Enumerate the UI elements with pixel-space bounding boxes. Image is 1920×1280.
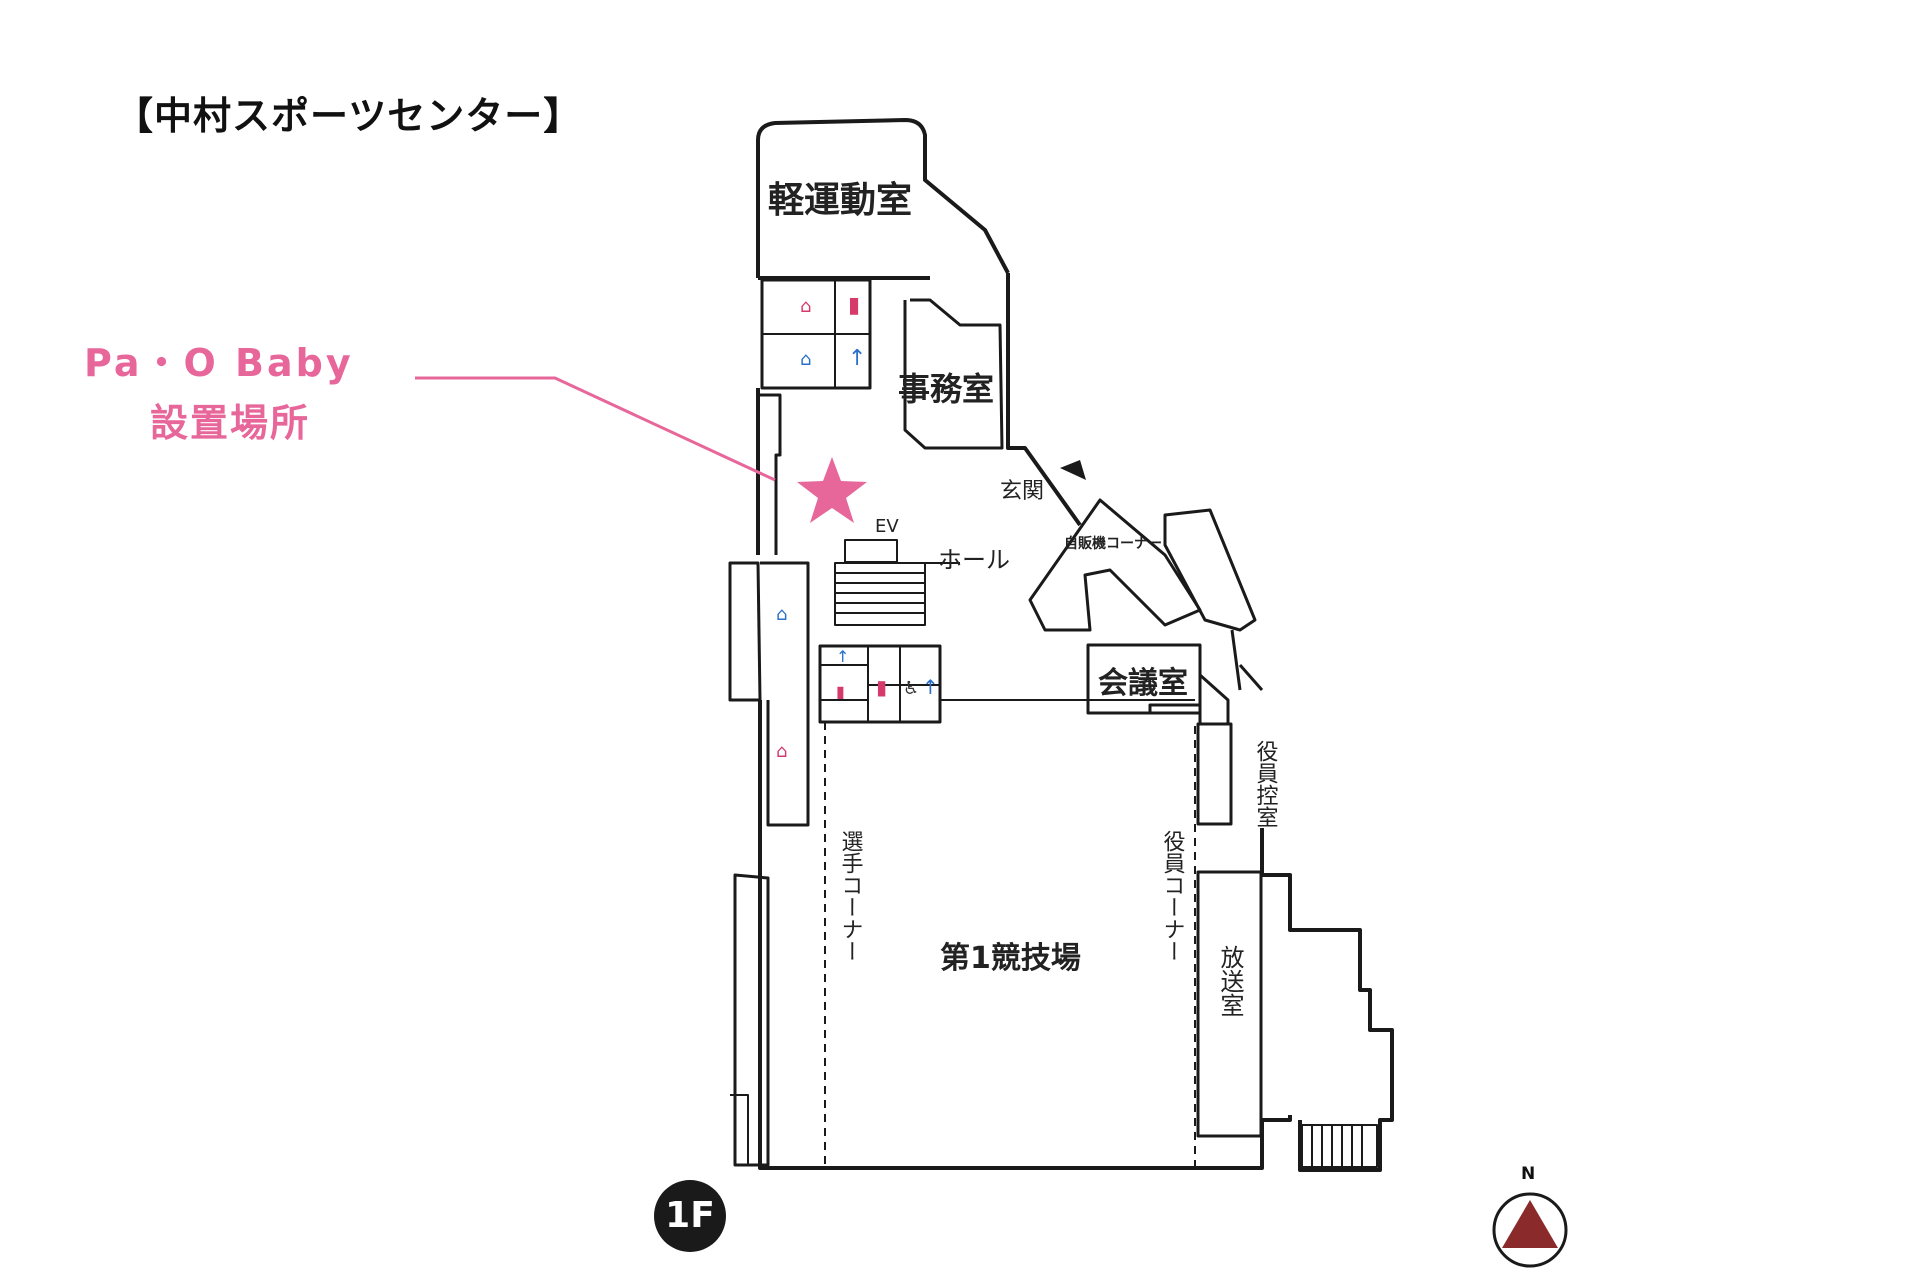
male-icon: ↑ (922, 675, 939, 699)
wall (730, 1094, 749, 1165)
wall-left-lower (733, 873, 770, 1167)
stairs (834, 562, 926, 626)
page-title: 【中村スポーツセンター】 (115, 94, 583, 138)
toilet-female-icon: ⌂ (776, 741, 787, 762)
wall-office (903, 298, 1004, 450)
room-officials-waiting: 役員控室 (1253, 740, 1279, 828)
wall-broadcast (1196, 870, 1263, 1138)
wall-outer-right (1006, 273, 1082, 527)
wall-officials-room (1196, 722, 1233, 826)
ev-shaft (844, 539, 898, 563)
stairs-right (1301, 1124, 1378, 1168)
callout-name: Pa・O Baby (84, 341, 354, 385)
male-icon: ↑ (836, 647, 849, 666)
female-icon: ▮ (848, 293, 860, 318)
room-hall: ホール (938, 546, 1010, 574)
male-icon: ↑ (848, 346, 866, 371)
entrance-arrow-icon (1060, 460, 1086, 480)
room-vending: 自販機コーナー (1064, 535, 1162, 552)
female-icon: ▮ (836, 682, 845, 701)
north-label: N (1521, 1164, 1536, 1184)
room-officials-corner: 役員コーナー (1160, 830, 1186, 962)
wall (1238, 664, 1264, 691)
vertical-labels: 役員控室 選手コーナー 役員コーナー 放送室 (838, 740, 1279, 1017)
room-athlete-corner: 選手コーナー (838, 830, 864, 962)
wall-left-wing (728, 561, 762, 702)
wall (758, 393, 782, 555)
female-icon: ▮ (876, 675, 887, 699)
room-entrance: 玄関 (1000, 479, 1044, 504)
toilet-female-icon: ⌂ (800, 296, 811, 317)
wall (1230, 629, 1242, 691)
compass-icon (1492, 1192, 1568, 1268)
room-arena: 第1競技場 (940, 941, 1081, 976)
wall-wing (1163, 508, 1257, 632)
wall (1148, 703, 1202, 723)
toilet-male-icon: ⌂ (800, 349, 811, 370)
room-ev: EV (875, 516, 899, 537)
callout-leader-line (415, 376, 776, 482)
wall-meeting (1086, 643, 1202, 715)
wall-stepped-wing (1260, 828, 1394, 1172)
star-icon (797, 457, 867, 523)
wall-restroom-left (760, 561, 810, 827)
wheelchair-icon: ♿ (903, 678, 919, 699)
wall-light-exercise (756, 118, 1010, 278)
room-light-exercise: 軽運動室 (768, 180, 912, 221)
floor-badge: 1F (654, 1180, 726, 1252)
wall-vending (1028, 498, 1202, 632)
restroom-icons: ⌂ ▮ ⌂ ↑ ⌂ ⌂ ↑ ▮ ▮ ♿ ↑ (776, 293, 939, 762)
room-broadcast: 放送室 (1216, 945, 1244, 1017)
toilet-male-icon: ⌂ (776, 604, 787, 625)
room-meeting: 会議室 (1098, 666, 1188, 701)
callout-location: 設置場所 (150, 401, 311, 445)
wall (1199, 673, 1230, 724)
wall-arena-outer (758, 878, 1292, 1170)
room-office: 事務室 (898, 370, 994, 408)
